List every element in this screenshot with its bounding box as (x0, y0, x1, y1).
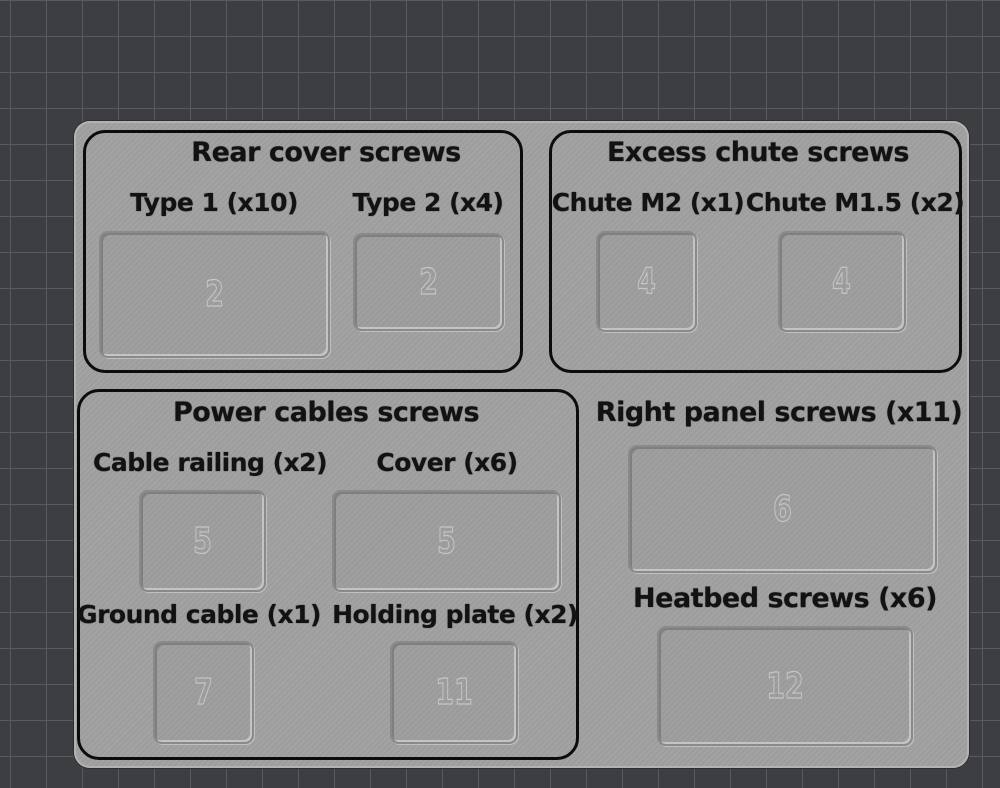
ground-cable-number: 7 (194, 671, 214, 713)
power-cables-title: Power cables screws (172, 397, 480, 428)
type1-number: 2 (205, 273, 225, 315)
heatbed-pocket: 12 (657, 626, 913, 746)
ground-cable-label: Ground cable (x1) (77, 600, 321, 629)
right-panel-number: 6 (773, 488, 793, 530)
type2-number: 2 (419, 261, 439, 303)
rear-cover-title: Rear cover screws (191, 137, 461, 168)
holding-plate-label: Holding plate (x2) (332, 600, 578, 629)
excess-chute-title: Excess chute screws (606, 137, 910, 168)
cover-label: Cover (x6) (376, 448, 518, 477)
holding-plate-pocket: 11 (390, 641, 518, 744)
holding-plate-number: 11 (435, 671, 473, 713)
type2-pocket: 2 (353, 233, 504, 331)
type1-pocket: 2 (99, 231, 330, 358)
chute-m2-pocket: 4 (596, 231, 697, 332)
type1-label: Type 1 (x10) (130, 188, 298, 217)
chute-m15-label: Chute M1.5 (x2) (745, 188, 965, 217)
ground-cable-pocket: 7 (153, 641, 254, 744)
chute-m2-label: Chute M2 (x1) (551, 188, 745, 217)
right-panel-label: Right panel screws (x11) (595, 397, 963, 428)
cable-railing-label: Cable railing (x2) (92, 448, 328, 477)
cover-number: 5 (437, 520, 457, 562)
rear-cover-group (83, 130, 523, 373)
chute-m15-number: 4 (832, 260, 852, 302)
type2-label: Type 2 (x4) (352, 188, 504, 217)
cover-pocket: 5 (332, 490, 561, 592)
heatbed-number: 12 (766, 665, 804, 707)
excess-chute-group (549, 130, 962, 373)
heatbed-label: Heatbed screws (x6) (633, 583, 937, 614)
chute-m2-number: 4 (637, 260, 657, 302)
power-cables-group (77, 389, 579, 760)
cable-railing-pocket: 5 (139, 490, 266, 592)
right-panel-pocket: 6 (628, 445, 937, 573)
cable-railing-number: 5 (193, 520, 213, 562)
chute-m15-pocket: 4 (778, 231, 906, 332)
